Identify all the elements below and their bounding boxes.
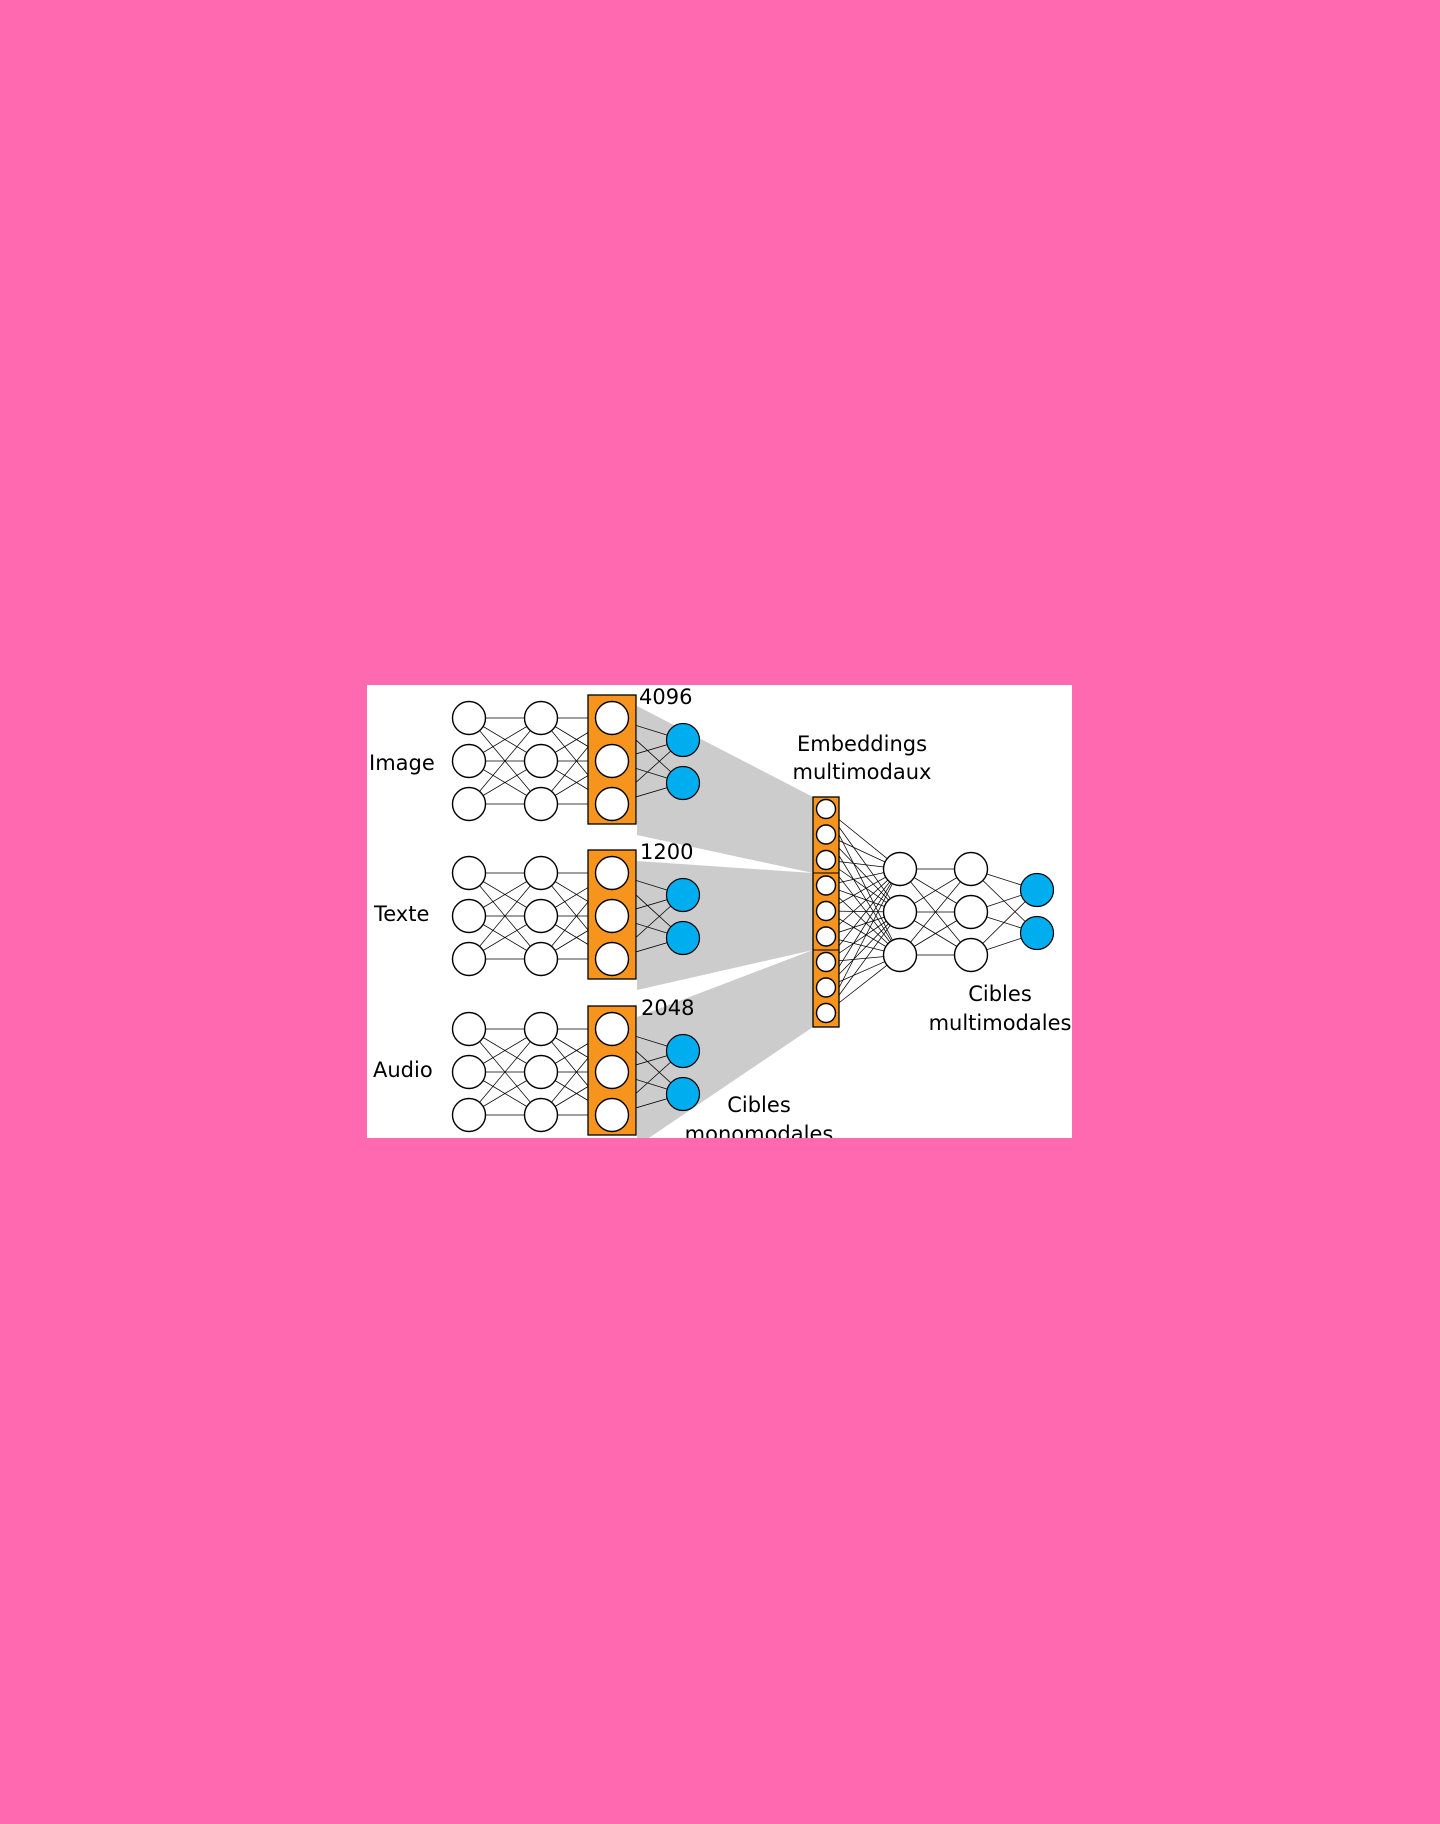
multimodal-targets-label-line1: Cibles: [968, 982, 1032, 1006]
input-node: [451, 1054, 487, 1090]
hidden-node: [523, 1097, 559, 1133]
embedding-node: [594, 898, 630, 934]
input-node: [451, 1011, 487, 1047]
connection-line: [468, 1028, 542, 1116]
monomodal-targets-label-line2: monomodales: [685, 1122, 834, 1138]
connection-line: [468, 872, 542, 960]
embedding-node: [594, 700, 630, 736]
hidden-node: [523, 855, 559, 891]
multimodal-embedding-node: [815, 875, 837, 896]
text-embedding-dimension: 1200: [640, 840, 693, 864]
embedding-node: [594, 786, 630, 822]
multimodal-embedding-node: [815, 900, 837, 922]
multimodal-target-node: [1019, 872, 1055, 908]
multimodal-hidden-node: [882, 894, 918, 930]
multimodal-embedding-node: [815, 824, 837, 845]
image-embedding-dimension: 4096: [639, 685, 692, 709]
multimodal-target-node: [1019, 915, 1055, 951]
input-node: [451, 855, 487, 891]
multimodal-hidden-node: [953, 937, 989, 973]
network-diagram: Image Texte Audio 4096 1200 2048 Embeddi…: [369, 685, 1072, 1138]
multimodal-embedding-node: [815, 951, 837, 973]
multimodal-hidden-node: [953, 851, 989, 887]
modality-label-image: Image: [369, 751, 435, 775]
monomodal-targets-label-line1: Cibles: [727, 1093, 791, 1117]
hidden-node: [523, 941, 559, 977]
input-node: [451, 700, 487, 736]
monomodal-target-node: [665, 722, 701, 758]
connection-line: [468, 717, 542, 805]
multimodal-embedding-node: [815, 849, 837, 871]
embedding-node: [594, 1054, 630, 1090]
multimodal-hidden-node: [882, 851, 918, 887]
hidden-node: [523, 898, 559, 934]
multimodal-hidden-node: [882, 937, 918, 973]
monomodal-target-node: [665, 765, 701, 801]
hidden-node: [523, 743, 559, 779]
multimodal-embedding-node: [815, 926, 837, 947]
input-node: [451, 941, 487, 977]
hidden-node: [523, 786, 559, 822]
embedding-node: [594, 1011, 630, 1047]
hidden-node: [523, 700, 559, 736]
monomodal-target-node: [665, 1033, 701, 1069]
multimodal-targets-label-line2: multimodales: [929, 1011, 1072, 1035]
monomodal-target-node: [665, 920, 701, 956]
network-nodes: [451, 700, 1055, 1133]
multimodal-network-figure: Image Texte Audio 4096 1200 2048 Embeddi…: [367, 685, 1072, 1138]
multimodal-embedding-node: [815, 1002, 837, 1024]
multimodal-embedding-node: [815, 977, 837, 998]
audio-embedding-dimension: 2048: [641, 996, 694, 1020]
embedding-node: [594, 855, 630, 891]
hidden-node: [523, 1054, 559, 1090]
input-node: [451, 743, 487, 779]
multimodal-hidden-node: [953, 894, 989, 930]
embedding-projections: [637, 706, 813, 1138]
input-node: [451, 1097, 487, 1133]
embedding-node: [594, 941, 630, 977]
connection-line: [899, 868, 972, 956]
monomodal-target-node: [665, 1076, 701, 1112]
monomodal-target-node: [665, 877, 701, 913]
input-node: [451, 786, 487, 822]
multimodal-embeddings-label-line2: multimodaux: [793, 760, 932, 784]
modality-label-audio: Audio: [373, 1058, 433, 1082]
embedding-node: [594, 1097, 630, 1133]
hidden-node: [523, 1011, 559, 1047]
multimodal-embedding-node: [815, 798, 837, 820]
embedding-node: [594, 743, 630, 779]
input-node: [451, 898, 487, 934]
multimodal-embeddings-label-line1: Embeddings: [797, 732, 927, 756]
modality-label-texte: Texte: [373, 902, 429, 926]
